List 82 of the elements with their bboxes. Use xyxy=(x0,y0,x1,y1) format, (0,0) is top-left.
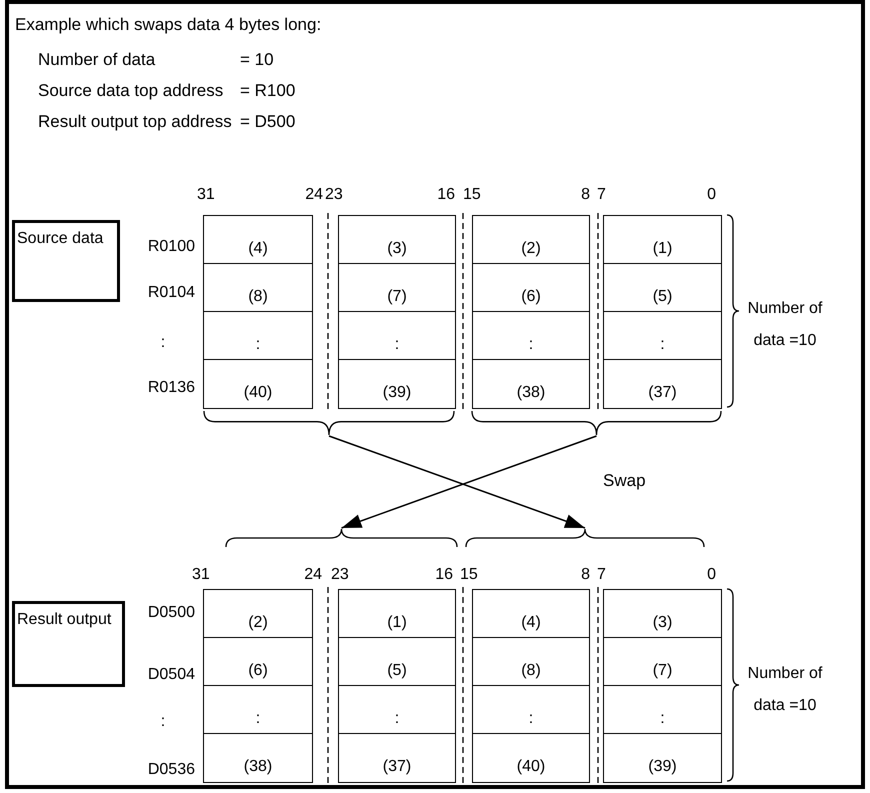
data-cell: (8) xyxy=(204,264,312,312)
data-cell-text: (38) xyxy=(242,757,274,777)
title-box xyxy=(12,601,125,687)
register-column xyxy=(338,215,456,409)
bit-number: 8 xyxy=(581,566,590,584)
data-cell: (6) xyxy=(204,638,312,686)
bit-number: 7 xyxy=(597,186,606,204)
parameter-name: Result output top address xyxy=(38,113,232,131)
data-cell: : xyxy=(204,686,312,734)
address-label: R0104 xyxy=(148,284,195,302)
bit-number: 15 xyxy=(460,566,478,584)
register-column xyxy=(472,215,590,409)
curly-brace xyxy=(465,528,705,548)
data-cell-text: (39) xyxy=(647,757,678,777)
data-cell-text: (37) xyxy=(382,757,412,777)
data-cell: (3) xyxy=(604,590,721,638)
data-cell: (4) xyxy=(204,216,312,264)
data-cell: (6) xyxy=(473,264,589,312)
address-label: D0504 xyxy=(148,666,195,684)
data-cell: : xyxy=(604,312,721,360)
data-cell: (8) xyxy=(473,638,589,686)
curly-brace xyxy=(203,410,455,436)
data-cell-text: (38) xyxy=(516,383,546,403)
data-cell: : xyxy=(204,312,312,360)
data-cell-text: (37) xyxy=(647,383,678,403)
bit-number: 16 xyxy=(435,566,453,584)
bit-number: 24 xyxy=(304,566,322,584)
data-cell: (5) xyxy=(339,638,455,686)
data-cell: : xyxy=(473,312,589,360)
title-box xyxy=(12,220,120,302)
bit-number: 24 xyxy=(305,186,323,204)
address-label: D0500 xyxy=(148,604,195,622)
bit-number: 23 xyxy=(325,186,343,204)
data-cell-text: (39) xyxy=(382,383,412,403)
register-column xyxy=(203,215,313,409)
data-cell: : xyxy=(473,686,589,734)
bit-number: 0 xyxy=(707,186,716,204)
register-column xyxy=(472,589,590,783)
parameter-name: Number of data xyxy=(38,51,156,69)
data-cell: : xyxy=(604,686,721,734)
address-label: R0136 xyxy=(148,379,195,397)
bit-number: 31 xyxy=(192,566,210,584)
data-cell: (4) xyxy=(473,590,589,638)
curly-brace xyxy=(471,410,722,436)
parameter-value: = D500 xyxy=(240,113,296,131)
bit-number: 15 xyxy=(463,186,481,204)
data-cell: (7) xyxy=(604,638,721,686)
register-column xyxy=(603,589,722,783)
address-label: D0536 xyxy=(148,761,195,779)
data-cell: (3) xyxy=(339,216,455,264)
ellipsis-mark: : xyxy=(160,334,166,352)
ellipsis-mark: : xyxy=(160,713,166,731)
address-label: R0100 xyxy=(148,238,195,256)
bit-number: 0 xyxy=(707,566,716,584)
bit-number: 8 xyxy=(581,186,590,204)
data-cell: (5) xyxy=(604,264,721,312)
data-cell-text: (40) xyxy=(516,757,546,777)
data-cell: : xyxy=(339,312,455,360)
bit-number: 7 xyxy=(597,566,606,584)
data-cell: (2) xyxy=(204,590,312,638)
parameter-value: = 10 xyxy=(240,51,274,69)
register-column xyxy=(338,589,456,783)
heading-text: Example which swaps data 4 bytes long: xyxy=(15,16,322,34)
count-note: Number of data =10 xyxy=(746,299,824,351)
data-cell: (7) xyxy=(339,264,455,312)
parameter-name: Source data top address xyxy=(38,82,224,100)
bit-number: 16 xyxy=(437,186,455,204)
data-cell: (1) xyxy=(604,216,721,264)
data-cell: (1) xyxy=(339,590,455,638)
bit-number: 31 xyxy=(197,186,215,204)
data-cell: : xyxy=(339,686,455,734)
register-column xyxy=(203,589,313,783)
bit-number: 23 xyxy=(331,566,349,584)
box-label: Result output xyxy=(17,610,112,630)
data-cell: (2) xyxy=(473,216,589,264)
count-note: Number of data =10 xyxy=(746,664,824,716)
register-column xyxy=(603,215,722,409)
curly-brace xyxy=(225,528,458,548)
box-label: Source data xyxy=(17,229,104,249)
swap-label: Swap xyxy=(603,472,646,490)
parameter-value: = R100 xyxy=(240,82,296,100)
data-cell-text: (40) xyxy=(242,383,274,403)
